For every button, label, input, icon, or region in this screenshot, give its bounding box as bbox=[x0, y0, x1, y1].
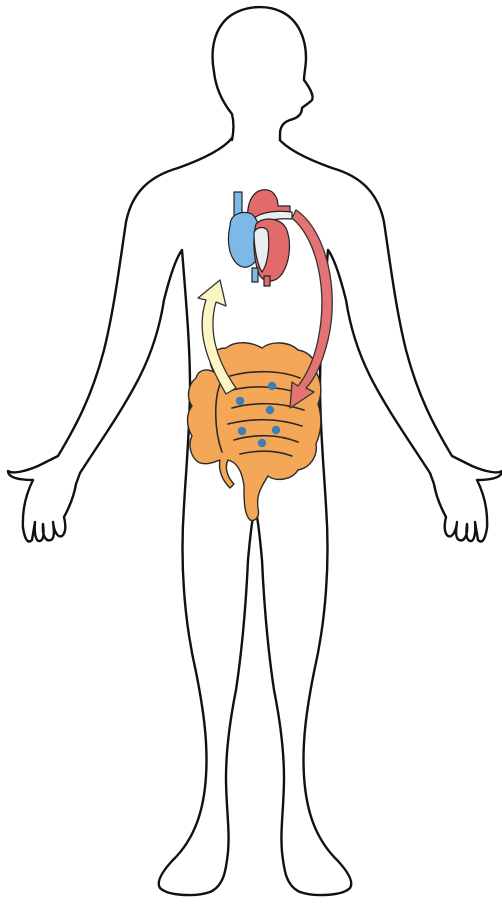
lower-vessel-blue bbox=[252, 268, 258, 282]
nutrient-dot-icon bbox=[272, 426, 280, 434]
nutrient-dot-icon bbox=[236, 397, 244, 405]
nutrient-dot-icon bbox=[266, 406, 274, 414]
lower-vessel-red bbox=[264, 276, 270, 286]
head bbox=[213, 7, 313, 140]
nutrient-dot-icon bbox=[268, 382, 276, 390]
nutrient-dot-icon bbox=[258, 439, 266, 447]
nutrient-dot-icon bbox=[238, 427, 246, 435]
